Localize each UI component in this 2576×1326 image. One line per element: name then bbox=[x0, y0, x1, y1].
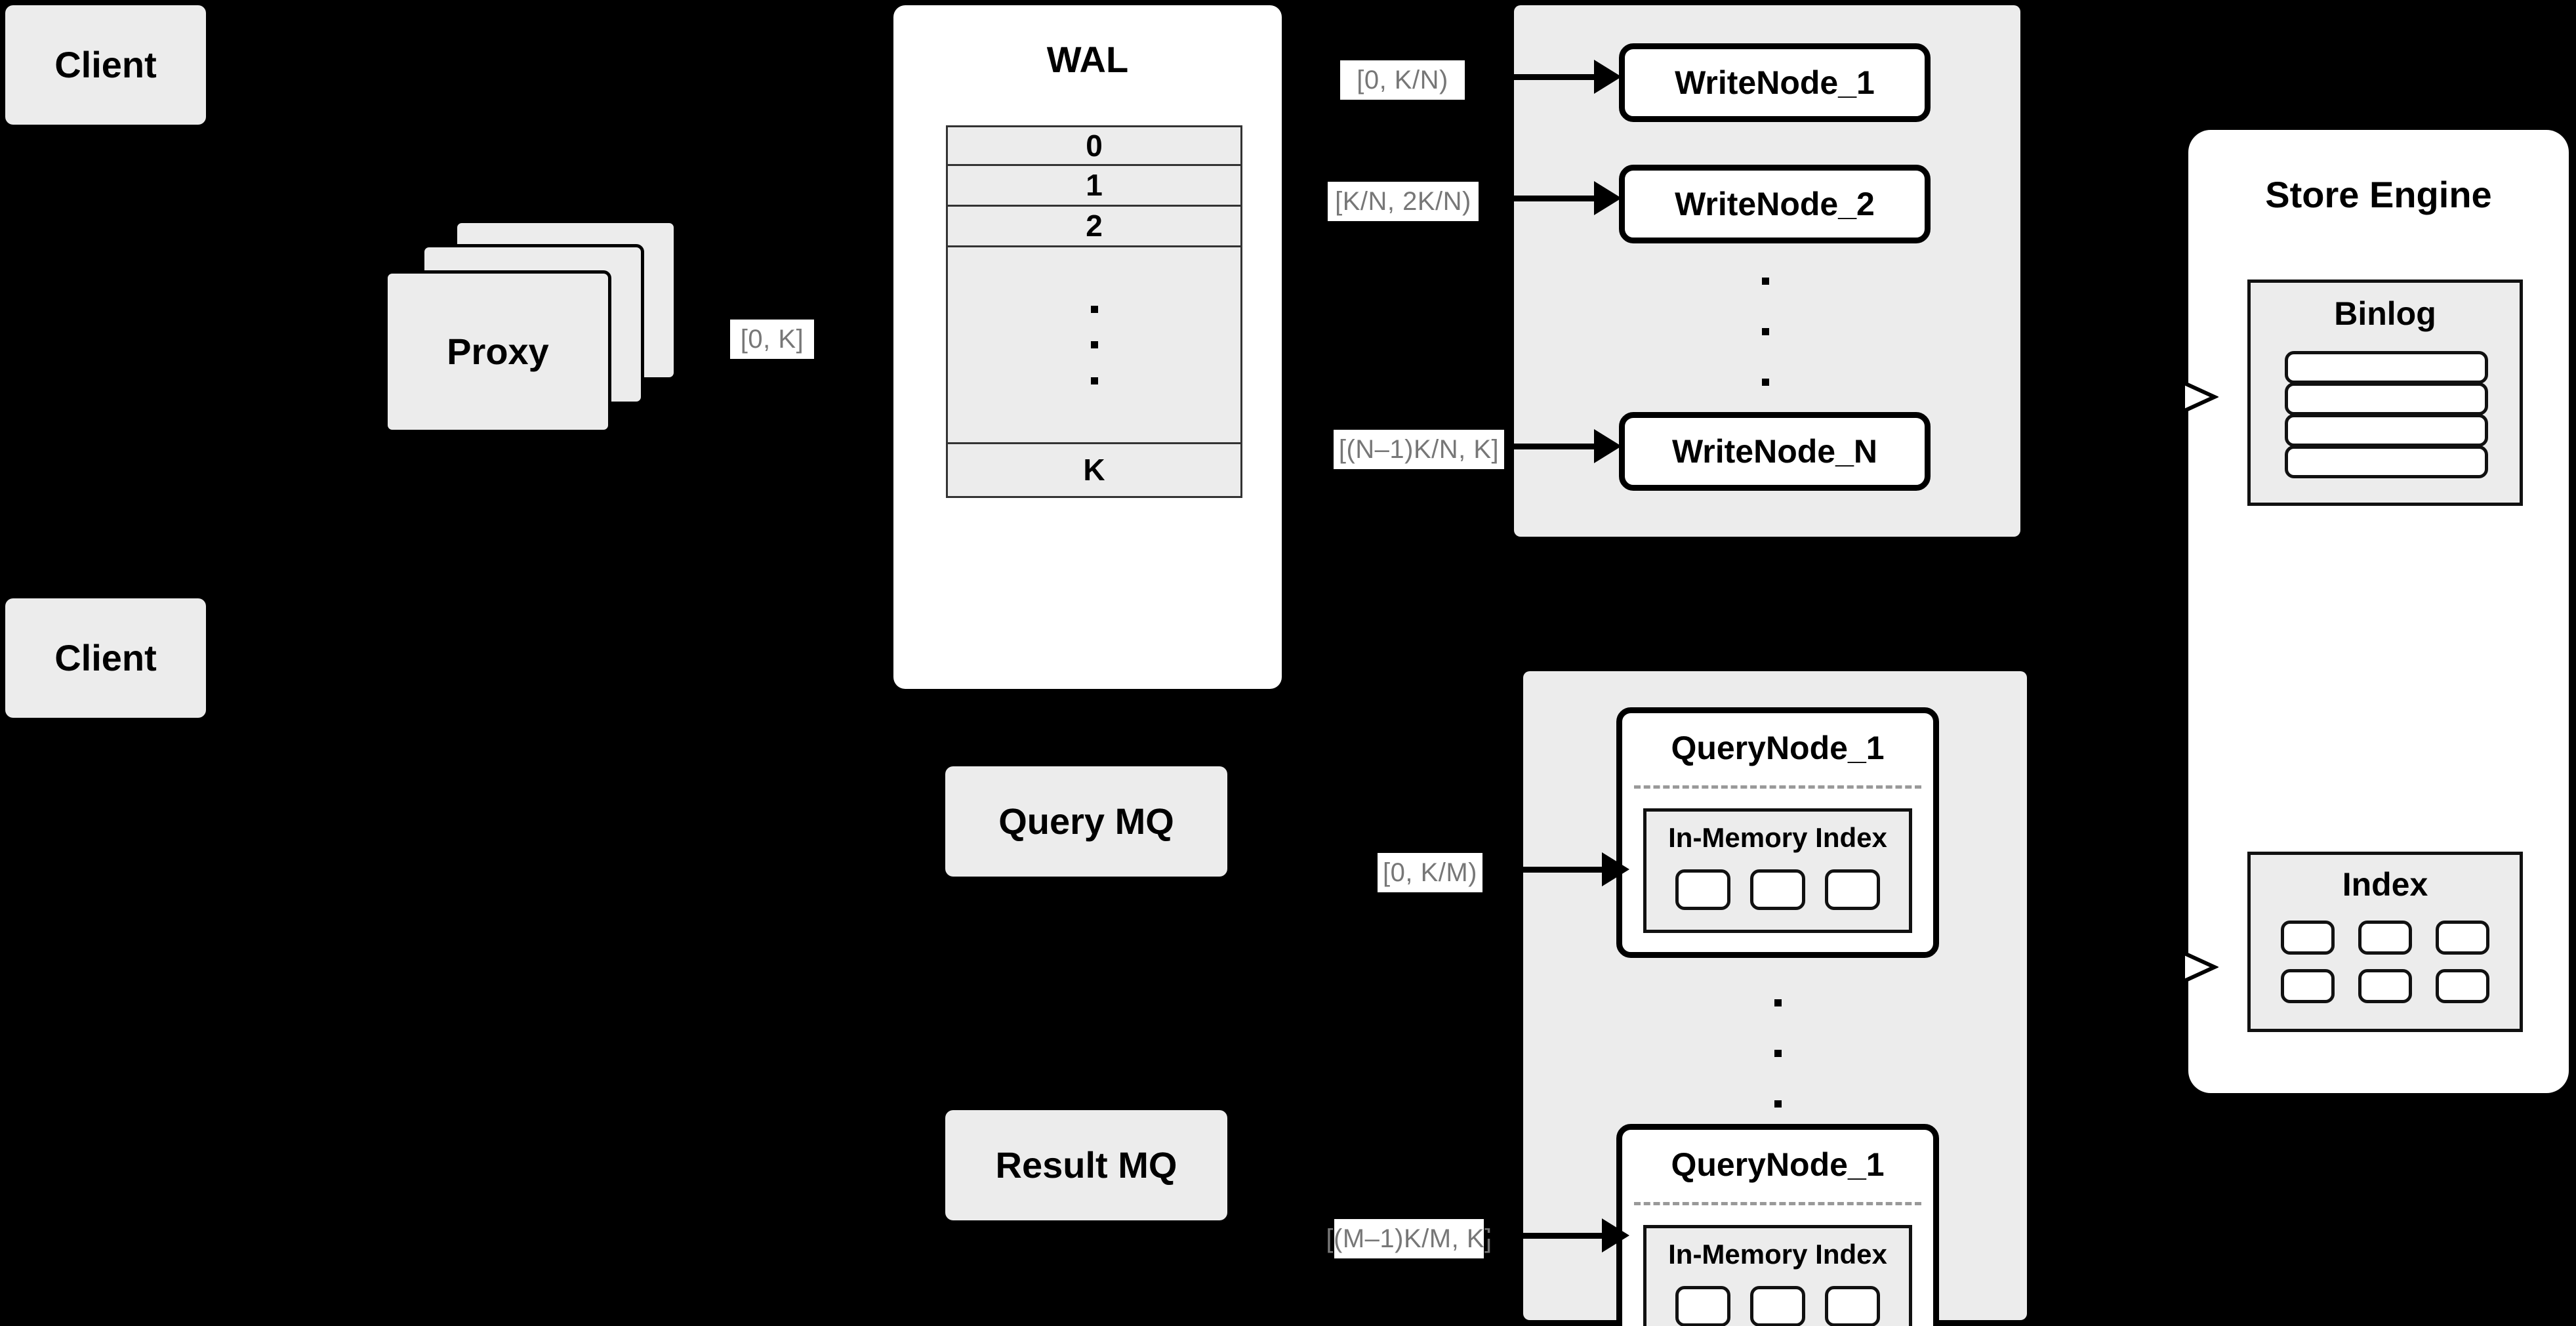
query-node-1-title: QueryNode_1 bbox=[1671, 729, 1885, 766]
arrow-to-index bbox=[2146, 949, 2220, 985]
store-engine-title: Store Engine bbox=[2265, 173, 2492, 215]
client-label-2: Client bbox=[54, 636, 157, 678]
arrow-to-write-node-1-head bbox=[1594, 60, 1622, 94]
binlog-row-1 bbox=[2285, 351, 2488, 384]
arrow-to-write-node-n-line bbox=[1504, 444, 1594, 449]
arrow-to-write-node-2-line bbox=[1481, 196, 1594, 201]
binlog-title: Binlog bbox=[2334, 295, 2436, 332]
wal-vertical-dots-icon bbox=[1090, 305, 1098, 384]
arrow-to-write-node-1-line bbox=[1469, 74, 1594, 80]
proxy-range-label: [0, K] bbox=[730, 320, 814, 359]
wal-container: WAL 0 1 2 K bbox=[893, 5, 1282, 689]
query-mq-box[interactable]: Query MQ bbox=[945, 766, 1227, 877]
write-node-vertical-dots-icon bbox=[1761, 278, 1769, 386]
query-node-2-range-label: [(M–1)K/M, K] bbox=[1326, 1219, 1492, 1258]
index-cell-1 bbox=[2281, 921, 2335, 955]
write-node-1-box[interactable]: WriteNode_1 bbox=[1619, 43, 1931, 122]
client-label-1: Client bbox=[54, 43, 157, 85]
binlog-row-3 bbox=[2285, 414, 2488, 447]
query-node-1-in-memory-index-panel: In-Memory Index bbox=[1643, 808, 1912, 933]
in-memory-index-slot-1-2 bbox=[1750, 869, 1805, 910]
proxy-box[interactable]: Proxy bbox=[384, 270, 611, 433]
arrow-to-binlog bbox=[2146, 379, 2220, 415]
write-node-n-box[interactable]: WriteNode_N bbox=[1619, 412, 1931, 491]
arrow-to-query-node-1-head bbox=[1602, 852, 1629, 886]
arrow-to-query-node-2-head bbox=[1602, 1218, 1629, 1253]
write-node-2-box[interactable]: WriteNode_2 bbox=[1619, 165, 1931, 243]
in-memory-index-slot-2-1 bbox=[1675, 1286, 1730, 1326]
arrow-to-write-node-2-head bbox=[1594, 181, 1622, 215]
wal-row-2: 2 bbox=[946, 207, 1242, 247]
write-node-1-range-label: [0, K/N) bbox=[1340, 60, 1465, 100]
index-cell-6 bbox=[2436, 969, 2489, 1003]
in-memory-index-slot-2-3 bbox=[1825, 1286, 1880, 1326]
index-cell-4 bbox=[2281, 969, 2335, 1003]
arrow-to-query-node-1-line bbox=[1484, 867, 1602, 873]
proxy-label: Proxy bbox=[447, 330, 549, 372]
client-box-2[interactable]: Client bbox=[5, 598, 206, 718]
query-node-1-range-label: [0, K/M) bbox=[1378, 853, 1482, 892]
wal-title: WAL bbox=[1046, 38, 1129, 80]
in-memory-index-slot-1-1 bbox=[1675, 869, 1730, 910]
write-node-n-range-label: [(N–1)K/N, K] bbox=[1334, 430, 1504, 469]
wal-row-0: 0 bbox=[946, 125, 1242, 166]
query-node-2-in-memory-index-panel: In-Memory Index bbox=[1643, 1225, 1912, 1326]
binlog-row-4 bbox=[2285, 445, 2488, 478]
store-engine-panel: Store Engine Binlog Index bbox=[2188, 130, 2569, 1093]
arrow-to-write-node-n-head bbox=[1594, 429, 1622, 463]
arrow-to-query-node-2-line bbox=[1485, 1233, 1602, 1239]
index-cell-2 bbox=[2358, 921, 2412, 955]
client-box-1[interactable]: Client bbox=[5, 5, 206, 125]
query-node-1-separator bbox=[1634, 785, 1921, 789]
result-mq-box[interactable]: Result MQ bbox=[945, 1110, 1227, 1220]
write-node-cluster-panel: WriteNode_1 WriteNode_2 WriteNode_N bbox=[1514, 5, 2020, 537]
wal-row-k: K bbox=[946, 444, 1242, 498]
in-memory-index-title-2: In-Memory Index bbox=[1668, 1238, 1887, 1270]
index-panel: Index bbox=[2247, 852, 2523, 1032]
index-cell-3 bbox=[2436, 921, 2489, 955]
in-memory-index-slot-1-3 bbox=[1825, 869, 1880, 910]
binlog-panel: Binlog bbox=[2247, 280, 2523, 506]
wal-row-ellipsis bbox=[946, 247, 1242, 444]
query-node-2-box[interactable]: QueryNode_1 In-Memory Index bbox=[1616, 1124, 1939, 1326]
query-node-1-box[interactable]: QueryNode_1 In-Memory Index bbox=[1616, 707, 1939, 958]
write-node-2-range-label: [K/N, 2K/N) bbox=[1328, 182, 1479, 221]
index-cell-5 bbox=[2358, 969, 2412, 1003]
in-memory-index-slot-2-2 bbox=[1750, 1286, 1805, 1326]
wal-row-1: 1 bbox=[946, 166, 1242, 207]
in-memory-index-title-1: In-Memory Index bbox=[1668, 821, 1887, 853]
query-node-cluster-panel: QueryNode_1 In-Memory Index QueryNode_1 bbox=[1523, 671, 2027, 1326]
query-node-2-separator bbox=[1634, 1202, 1921, 1205]
index-title: Index bbox=[2342, 865, 2428, 903]
query-node-2-title: QueryNode_1 bbox=[1671, 1146, 1885, 1183]
binlog-row-2 bbox=[2285, 383, 2488, 415]
query-node-vertical-dots-icon bbox=[1774, 999, 1782, 1108]
